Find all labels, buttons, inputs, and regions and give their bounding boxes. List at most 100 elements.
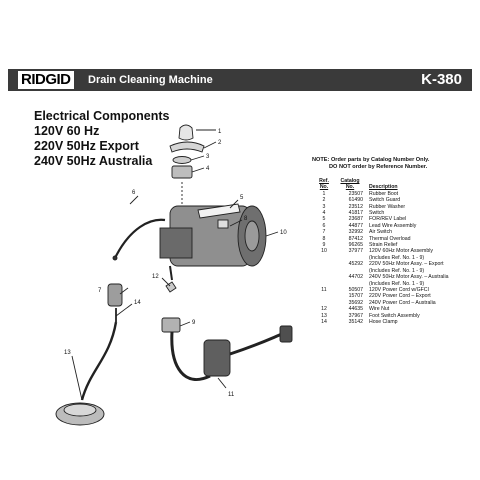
catalog-cell: 41817 xyxy=(348,210,363,217)
catalog-cell: 15707 xyxy=(348,293,363,300)
catalog-cell: 44635 xyxy=(348,306,363,313)
table-row: 8 87412 Thermal Overload xyxy=(314,236,472,242)
note-line: DO NOT order by Reference Number. xyxy=(329,164,428,170)
description-cell: Air Switch xyxy=(369,229,393,236)
section-heading: Electrical Components 120V 60 Hz 220V 50… xyxy=(34,109,169,169)
table-row: (Includes Ref. No. 1 - 9) xyxy=(314,255,472,261)
catalog-cell: 37977 xyxy=(348,248,363,255)
table-row: (Includes Ref. No. 1 - 9) xyxy=(314,268,472,274)
air-hose-part xyxy=(80,321,118,401)
catalog-cell: 44877 xyxy=(348,222,363,229)
catalog-cell: 32992 xyxy=(348,229,363,236)
heading-line: 220V 50Hz Export xyxy=(34,139,139,153)
ref-cell: 12 xyxy=(321,306,327,313)
switch-guard-part xyxy=(169,141,205,153)
description-cell: 220V Power Cord – Export xyxy=(369,293,431,300)
heading-line: 240V 50Hz Australia xyxy=(34,154,153,168)
description-cell: (Includes Ref. No. 1 - 9) xyxy=(369,254,425,261)
catalog-cell: 50507 xyxy=(348,286,363,293)
rubber-boot-part xyxy=(178,124,194,141)
catalog-cell: 44702 xyxy=(348,274,363,281)
ref-cell: 7 xyxy=(322,229,326,236)
ref-cell: 1 xyxy=(322,190,326,197)
ref-cell: 9 xyxy=(322,242,326,249)
callout-7: 7 xyxy=(98,288,102,294)
ref-cell: 2 xyxy=(322,197,326,204)
col-ref-header: Ref.No. xyxy=(319,178,329,191)
heading-line: Electrical Components xyxy=(34,109,170,123)
callout-10: 10 xyxy=(280,230,287,236)
strain-relief-part xyxy=(161,317,181,333)
table-row: 14 35142 Hose Clamp xyxy=(314,319,472,325)
catalog-cell: 35142 xyxy=(348,318,363,325)
brand-logo: RIDGID xyxy=(18,71,74,89)
description-cell: 220V 50Hz Motor Assy. – Export xyxy=(369,261,444,268)
callout-8: 8 xyxy=(244,216,248,222)
description-cell: Rubber Boot xyxy=(369,190,399,197)
ref-cell: 8 xyxy=(322,235,326,242)
description-cell: 240V Power Cord – Australia xyxy=(369,299,436,306)
description-cell: Wire Nut xyxy=(369,306,390,313)
callout-4: 4 xyxy=(206,166,210,172)
description-cell: 120V 60Hz Motor Assembly xyxy=(369,248,434,255)
description-cell: Foot Switch Assembly xyxy=(369,312,420,319)
ref-cell: 11 xyxy=(321,286,327,293)
table-row: 10 37977 120V 60Hz Motor Assembly xyxy=(314,248,472,254)
ref-cell: 3 xyxy=(322,203,326,210)
callout-9: 9 xyxy=(192,320,196,326)
callout-5: 5 xyxy=(240,195,244,201)
table-row: 45292 220V 50Hz Motor Assy. – Export xyxy=(314,261,472,267)
table-row: 11 50507 120V Power Cord w/GFCI xyxy=(314,287,472,293)
catalog-cell: 61490 xyxy=(348,197,363,204)
callout-13: 13 xyxy=(64,350,71,356)
order-note: NOTE: Order parts by Catalog Number Only… xyxy=(312,157,462,171)
description-cell: Lead Wire Assembly xyxy=(369,222,417,229)
description-cell: Switch Guard xyxy=(369,197,401,204)
table-row: 9 96265 Strain Relief xyxy=(314,242,472,248)
table-row: 4 41817 Switch xyxy=(314,210,472,216)
description-cell: Strain Relief xyxy=(369,242,398,249)
switch-part xyxy=(171,165,193,179)
table-row: 12 44635 Wire Nut xyxy=(314,306,472,312)
catalog-cell: 23507 xyxy=(348,190,363,197)
model-number: K-380 xyxy=(421,71,462,88)
header-title: Drain Cleaning Machine xyxy=(88,74,213,86)
description-cell: Thermal Overload xyxy=(369,235,411,242)
catalog-cell: 35692 xyxy=(348,299,363,306)
catalog-cell: 96265 xyxy=(348,242,363,249)
note-line: NOTE: Order parts by Catalog Number Only… xyxy=(312,157,430,163)
ref-cell: 5 xyxy=(322,216,326,223)
table-row: 2 61490 Switch Guard xyxy=(314,197,472,203)
thermal-overload-part xyxy=(217,219,229,229)
table-row: 35692 240V Power Cord – Australia xyxy=(314,300,472,306)
ref-cell: 4 xyxy=(322,210,326,217)
catalog-cell: 87412 xyxy=(348,235,363,242)
callout-6: 6 xyxy=(132,190,136,196)
description-cell: 120V Power Cord w/GFCI xyxy=(369,286,429,293)
callout-12: 12 xyxy=(152,274,159,280)
catalog-cell: 45292 xyxy=(348,261,363,268)
ref-cell: 10 xyxy=(321,248,327,255)
callout-3: 3 xyxy=(206,154,210,160)
lead-wire-part xyxy=(114,218,166,259)
label-part xyxy=(197,203,241,219)
description-cell: (Includes Ref. No. 1 - 9) xyxy=(369,280,425,287)
description-cell: Hose Clamp xyxy=(369,318,398,325)
callout-14: 14 xyxy=(134,300,141,306)
table-row: 1 23507 Rubber Boot xyxy=(314,191,472,197)
description-cell: Switch xyxy=(369,210,385,217)
heading-line: 120V 60 Hz xyxy=(34,124,100,138)
ref-cell: 14 xyxy=(321,318,327,325)
description-cell: (Includes Ref. No. 1 - 9) xyxy=(369,267,425,274)
ref-cell: 13 xyxy=(321,312,327,319)
catalog-cell: 23512 xyxy=(348,203,363,210)
gfci-part xyxy=(203,339,231,377)
